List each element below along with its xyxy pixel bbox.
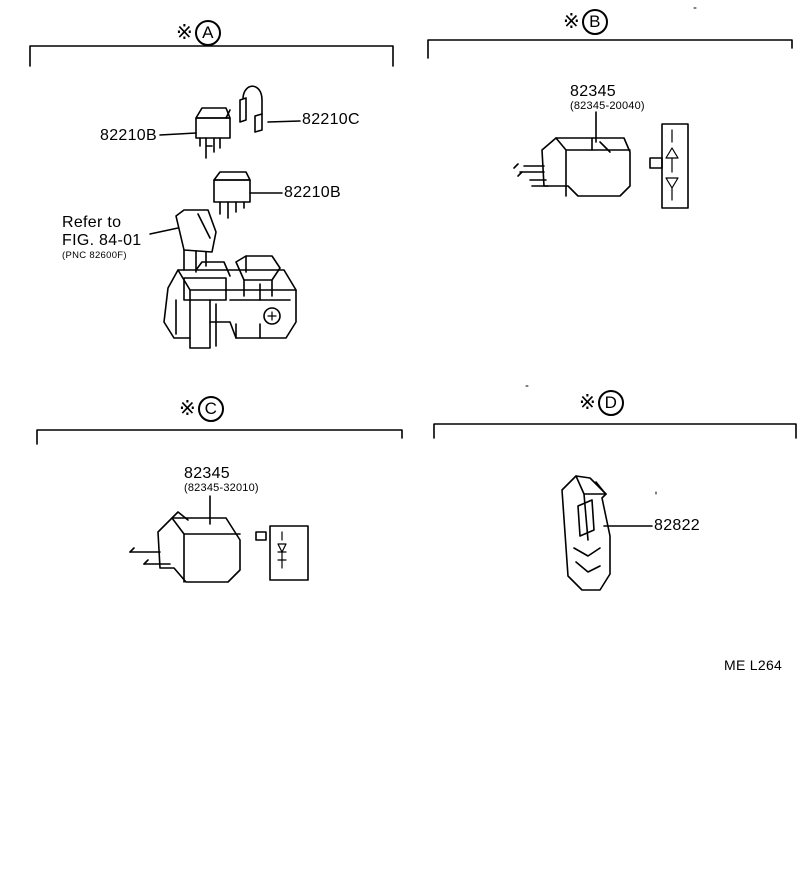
- label-82345-c: 82345: [184, 465, 230, 482]
- reference-mark: ※: [579, 392, 596, 414]
- fuse-82210b-upper: [195, 107, 231, 159]
- reference-mark: ※: [563, 11, 580, 33]
- figure-code: ME L264: [724, 657, 783, 673]
- section-d-header: ※D: [579, 390, 624, 416]
- section-c-bracket: [36, 429, 403, 445]
- relay-82345-c: [129, 511, 241, 583]
- section-a-bracket: [29, 45, 394, 67]
- section-b-header: ※B: [563, 9, 608, 35]
- label-82345-32010: (82345-32010): [184, 482, 259, 494]
- leader-82210b-upper: [159, 132, 197, 136]
- section-d-bracket: [433, 423, 797, 439]
- section-a-header: ※A: [176, 20, 221, 46]
- label-82822: 82822: [654, 517, 700, 534]
- jumper-82210c: [239, 85, 263, 133]
- diode-symbol-b: [649, 123, 689, 209]
- reference-mark: ※: [179, 398, 196, 420]
- section-b-letter: B: [581, 9, 608, 35]
- label-refer-line2: FIG. 84-01: [62, 232, 142, 249]
- label-82345-b: 82345: [570, 83, 616, 100]
- label-82345-20040: (82345-20040): [570, 100, 645, 112]
- leader-refer: [149, 227, 179, 235]
- bracket-82822: [561, 475, 611, 591]
- section-b-bracket: [427, 39, 793, 59]
- relay-82345-b: [513, 137, 631, 197]
- label-82210c: 82210C: [302, 111, 360, 128]
- label-refer-line3: (PNC 82600F): [62, 250, 127, 261]
- label-82210b-lower: 82210B: [284, 184, 341, 201]
- main-fuse: [175, 209, 217, 273]
- diode-symbol-c: [255, 525, 309, 581]
- section-c-letter: C: [197, 396, 224, 422]
- label-82210b-upper: 82210B: [100, 127, 157, 144]
- reference-mark: ※: [176, 22, 193, 44]
- section-c-header: ※C: [179, 396, 224, 422]
- section-a-letter: A: [194, 20, 221, 46]
- section-d-letter: D: [597, 390, 624, 416]
- leader-82210c: [267, 120, 301, 123]
- label-refer-line1: Refer to: [62, 214, 122, 231]
- fuse-82210b-lower: [213, 171, 251, 219]
- fuse-block: [163, 255, 297, 349]
